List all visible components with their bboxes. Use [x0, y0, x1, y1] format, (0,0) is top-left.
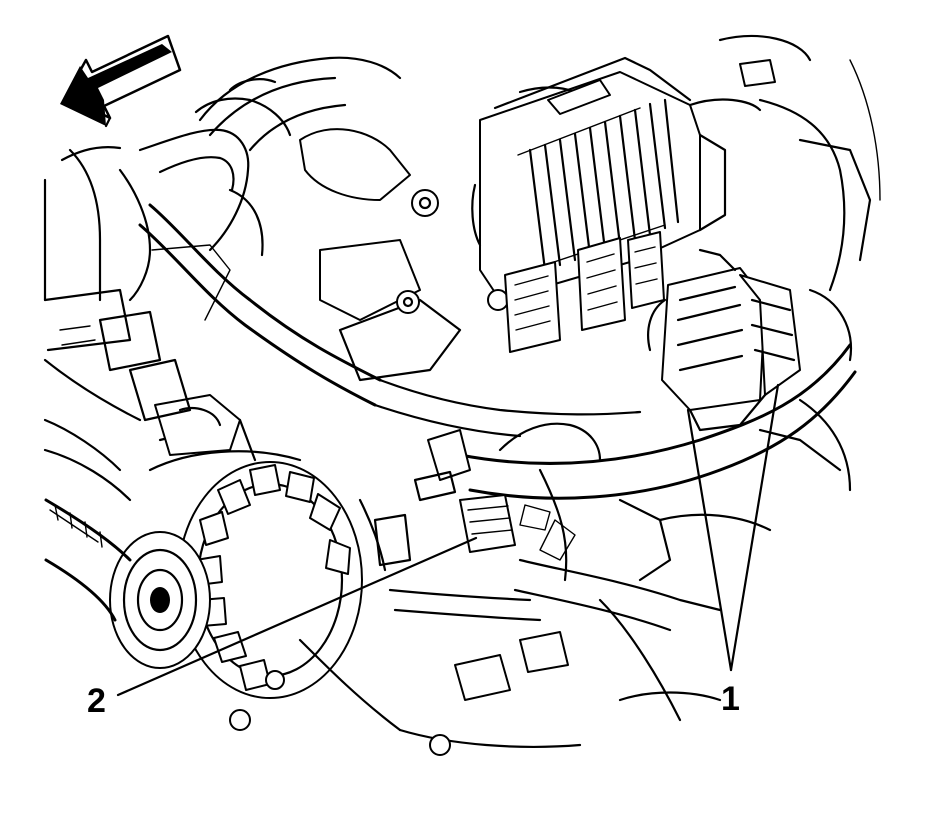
right-engine-structure [698, 34, 881, 492]
lower-engine-block [229, 498, 772, 756]
left-engine-detail [43, 288, 192, 422]
sensor-connector [358, 429, 516, 572]
support-bracket [228, 78, 462, 382]
drive-pulley [43, 418, 211, 669]
main-wiring-harness [388, 343, 857, 632]
callout-1-leaders [686, 383, 780, 672]
callout-2-leader [116, 536, 478, 697]
harness-connector-pair [647, 267, 801, 432]
direction-arrow-icon [60, 34, 182, 128]
callout-label-2: 2 [87, 682, 106, 720]
belt-ribs [49, 504, 103, 548]
radiator-hose [138, 203, 642, 438]
callout-label-1: 1 [721, 680, 740, 718]
module-connectors [504, 231, 665, 353]
intake-tubing [43, 56, 402, 321]
